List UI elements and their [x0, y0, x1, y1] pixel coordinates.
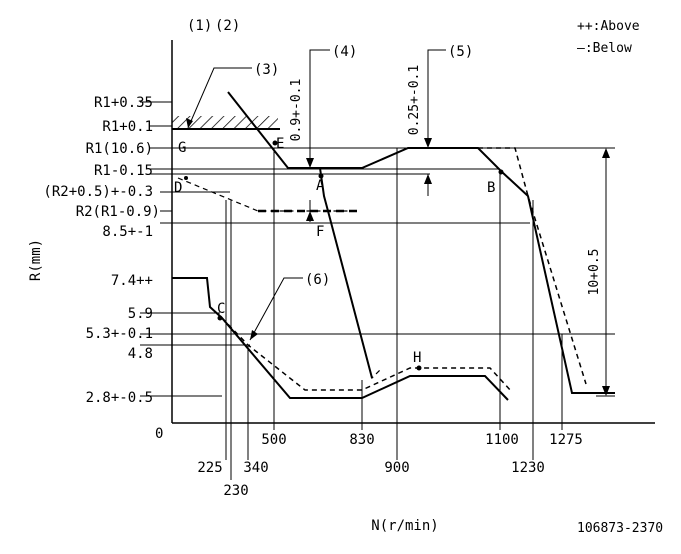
callout-3-leader — [187, 67, 252, 129]
point-g-label: G — [178, 140, 186, 156]
ytick-r1-minus-015: R1-0.15 — [94, 163, 153, 179]
total-dim-top-arrow — [602, 148, 610, 158]
figure-code: 106873-2370 — [577, 521, 663, 536]
callout-5-lower-arrow — [424, 174, 432, 184]
xtick-225: 225 — [197, 460, 222, 476]
ytick-r1-plus-01: R1+0.1 — [102, 119, 153, 135]
point-f-label: F — [316, 224, 324, 240]
xtick-1275: 1275 — [549, 432, 583, 448]
callout-3-arrow — [186, 118, 193, 128]
governor-cut-line — [319, 167, 373, 379]
full-load-curve-solid — [227, 91, 615, 394]
xtick-1230: 1230 — [511, 460, 545, 476]
point-h-marker — [416, 365, 422, 371]
point-a-marker — [318, 173, 324, 179]
point-e-marker — [272, 140, 278, 146]
ytick-7-4: 7.4++ — [111, 273, 153, 289]
ytick-r2-plus-05: (R2+0.5)+-0.3 — [43, 184, 153, 200]
xtick-340: 340 — [243, 460, 268, 476]
xtick-230: 230 — [223, 483, 248, 499]
xtick-900: 900 — [384, 460, 409, 476]
total-dim-bottom-arrow — [602, 386, 610, 396]
callout-6-leader — [249, 277, 303, 341]
dim-0-25: 0.25+-0.1 — [407, 65, 422, 135]
callout-5-arrow — [424, 138, 432, 148]
dim-0-9: 0.9+-0.1 — [289, 79, 304, 142]
ytick-8-5: 8.5+-1 — [102, 224, 153, 240]
point-c-label: C — [217, 301, 225, 317]
ytick-2-8: 2.8+-0.5 — [86, 390, 153, 406]
ytick-5-3: 5.3+-0.1 — [86, 326, 153, 342]
ytick-r2: R2(R1-0.9) — [76, 204, 160, 220]
ytick-4-8: 4.8 — [128, 346, 153, 362]
callout-3-label: (3) — [254, 62, 279, 78]
y-axis-label: R(mm) — [28, 239, 44, 281]
callout-4-arrow — [306, 158, 314, 168]
ref-1-label: (1) — [187, 18, 212, 34]
stopper-hatch — [172, 116, 278, 128]
xtick-500: 500 — [261, 432, 286, 448]
point-d-marker — [184, 176, 188, 180]
callout-6-label: (6) — [305, 272, 330, 288]
cut-dashed — [361, 339, 383, 380]
ref-2-label: (2) — [215, 18, 240, 34]
ytick-r1-106: R1(10.6) — [86, 141, 153, 157]
x-reference-lines — [225, 148, 563, 480]
r2-dashed-curve — [177, 177, 360, 212]
xtick-830: 830 — [349, 432, 374, 448]
point-c-marker — [217, 315, 223, 321]
ytick-5-9: 5.9 — [128, 306, 153, 322]
legend-above: ++:Above — [577, 19, 640, 34]
xtick-1100: 1100 — [485, 432, 519, 448]
callout-4-lower-arrow — [306, 211, 314, 221]
origin-label: 0 — [155, 426, 163, 442]
x-tick-labels: 225 230 340 500 830 900 1100 1230 1275 — [197, 432, 583, 499]
point-d-label: D — [174, 180, 182, 196]
full-load-curve-dashed — [478, 147, 587, 385]
callout-4-label: (4) — [332, 44, 357, 60]
callout-5-label: (5) — [448, 44, 473, 60]
idle-curve-solid — [172, 277, 509, 401]
callout-5-leader — [427, 49, 446, 142]
point-b-marker — [498, 169, 504, 175]
point-e-label: E — [276, 136, 284, 152]
x-axis-label: N(r/min) — [371, 518, 438, 534]
y-tick-labels: R1+0.35 R1+0.1 R1(10.6) R1-0.15 (R2+0.5)… — [43, 95, 160, 406]
callout-4-leader — [309, 49, 330, 160]
dim-total: 10+0.5 — [587, 249, 602, 296]
point-h-label: H — [413, 350, 421, 366]
ytick-r1-plus-035: R1+0.35 — [94, 95, 153, 111]
point-a-label: A — [316, 178, 325, 194]
y-reference-lines — [140, 101, 615, 397]
idle-curve-dashed — [221, 317, 513, 393]
callout-6-arrow — [250, 330, 258, 340]
point-b-label: B — [487, 180, 495, 196]
legend-below: —:Below — [577, 41, 632, 56]
